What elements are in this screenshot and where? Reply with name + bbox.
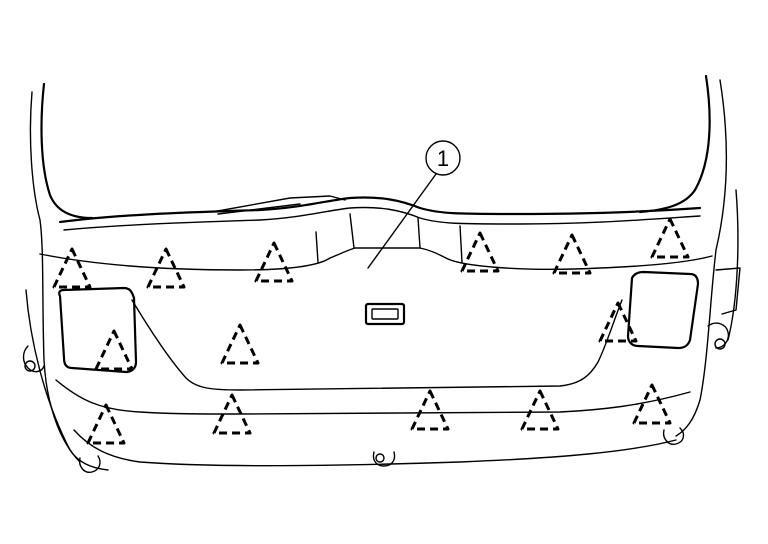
left-handle-cavity bbox=[58, 286, 138, 374]
clip-mark bbox=[94, 329, 134, 371]
clip-mark bbox=[220, 323, 260, 365]
trim-panel-recess bbox=[55, 299, 691, 467]
left-fitting bbox=[22, 345, 45, 373]
right-fitting bbox=[707, 267, 741, 350]
glass-lower-edge bbox=[58, 195, 702, 231]
bottom-center-fitting bbox=[372, 451, 396, 467]
trim-upper-edge bbox=[39, 213, 713, 271]
callout-1: 1 bbox=[367, 140, 461, 269]
callout-1-label: 1 bbox=[437, 146, 449, 171]
clip-mark bbox=[520, 389, 560, 431]
right-handle-cavity bbox=[626, 270, 700, 350]
clip-mark bbox=[52, 247, 92, 289]
clip-mark bbox=[410, 389, 450, 431]
lower-left-fitting bbox=[78, 455, 101, 473]
lower-right-fitting bbox=[662, 427, 685, 445]
clip-mark bbox=[552, 233, 592, 275]
clip-mark bbox=[86, 403, 126, 445]
clip-mark bbox=[254, 241, 294, 283]
center-grip bbox=[364, 302, 406, 326]
clip-mark bbox=[650, 217, 690, 259]
